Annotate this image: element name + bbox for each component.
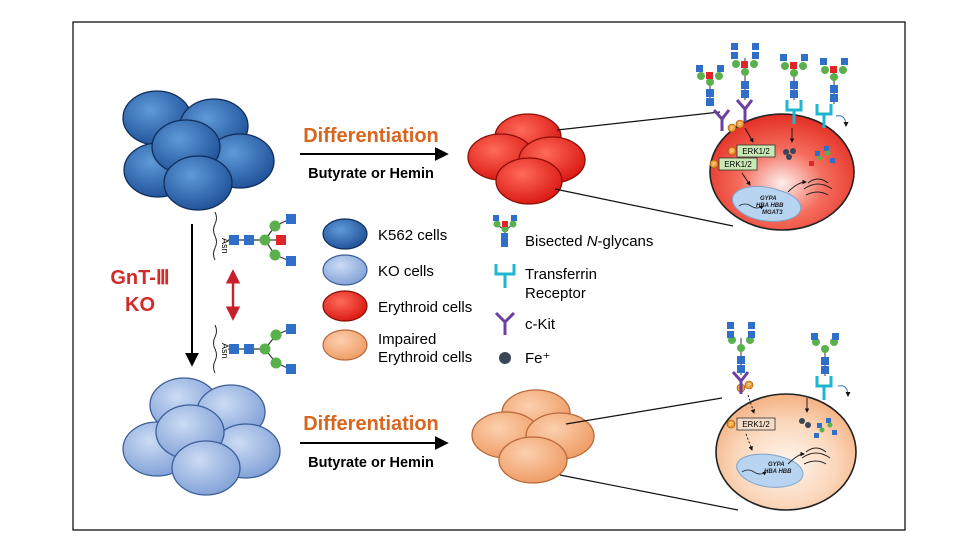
asn-label-top: Asn	[220, 238, 230, 254]
treatment-label-bottom: Butyrate or Hemin	[308, 455, 434, 471]
differentiation-label-bottom: Differentiation	[303, 413, 439, 435]
bottom-erk-label: ERK1/2	[742, 420, 770, 429]
legend-label-transferrin-line1: Transferrin	[525, 266, 597, 283]
legend-transferrin-receptor-icon	[494, 264, 516, 288]
differentiation-label-top: Differentiation	[303, 125, 439, 147]
legend-swatch-ko	[322, 254, 368, 286]
legend-label-fe: Fe⁺	[525, 350, 550, 367]
top-gene-line3: MGAT3	[762, 210, 783, 216]
bottom-phospho-2: P	[747, 383, 751, 389]
legend-label-transferrin-line2: Receptor	[525, 285, 586, 302]
knockout-label-line1: GnT-Ⅲ	[110, 267, 169, 289]
legend-cells: K562 cells KO cells Erythroid cells Impa…	[322, 218, 472, 366]
treatment-label-top: Butyrate or Hemin	[308, 166, 434, 182]
legend-fe-icon	[499, 352, 511, 364]
asn-label-bottom: Asn	[220, 343, 230, 359]
legend-label-bisected-glycans: Bisected N-glycans	[525, 233, 653, 250]
legend-label-ckit: c-Kit	[525, 316, 556, 333]
bottom-membrane-glycans	[727, 322, 839, 376]
top-phospho-3: P	[730, 149, 734, 155]
zoom-line-top-lower	[554, 188, 734, 227]
top-gene-line2: HBA HBB	[756, 203, 784, 209]
ko-cell-cluster	[122, 377, 281, 496]
legend-label-impaired-line1: Impaired	[378, 331, 436, 348]
erythroid-cell-cluster	[467, 113, 586, 205]
zoom-line-top-upper	[556, 111, 721, 131]
bottom-gene-line1: GYPA	[768, 462, 785, 468]
legend-label-k562: K562 cells	[378, 227, 447, 244]
legend-label-ko: KO cells	[378, 263, 434, 280]
top-phospho-2: P	[738, 122, 742, 128]
top-membrane-glycans	[696, 43, 848, 106]
top-erk-label-2: ERK1/2	[724, 160, 752, 169]
legend-ckit-icon	[494, 311, 516, 335]
zoomed-impaired-erythroid-cell: GYPA HBA HBB ERK1/2 P P P	[715, 322, 857, 511]
k562-cell-cluster	[122, 90, 275, 211]
legend-label-impaired-line2: Erythroid cells	[378, 349, 472, 366]
bottom-gene-line2: HBA HBB	[764, 469, 792, 475]
legend-swatch-erythroid	[322, 290, 368, 322]
non-bisected-glycan-structure: Asn	[213, 324, 296, 374]
impaired-erythroid-cell-cluster	[471, 389, 595, 484]
legend-swatch-impaired	[322, 329, 368, 361]
knockout-label-line2: KO	[125, 294, 155, 316]
top-phospho-1: P	[730, 126, 734, 132]
top-gene-line1: GYPA	[760, 196, 777, 202]
legend-label-erythroid: Erythroid cells	[378, 299, 472, 316]
bottom-phospho-3: P	[729, 422, 733, 428]
zoom-line-bottom-upper	[565, 397, 723, 425]
legend-glycan-icon	[493, 215, 517, 247]
legend-molecules: Bisected N-glycans Transferrin Receptor …	[493, 215, 653, 367]
bisected-glycan-structure: Asn	[213, 211, 296, 266]
legend-swatch-k562	[322, 218, 368, 250]
zoomed-erythroid-cell: GYPA HBA HBB MGAT3 ERK1/2 ERK1/2 P P P P	[696, 43, 855, 231]
top-erk-label-1: ERK1/2	[742, 147, 770, 156]
zoom-line-bottom-lower	[559, 474, 739, 511]
top-phospho-4: P	[712, 162, 716, 168]
